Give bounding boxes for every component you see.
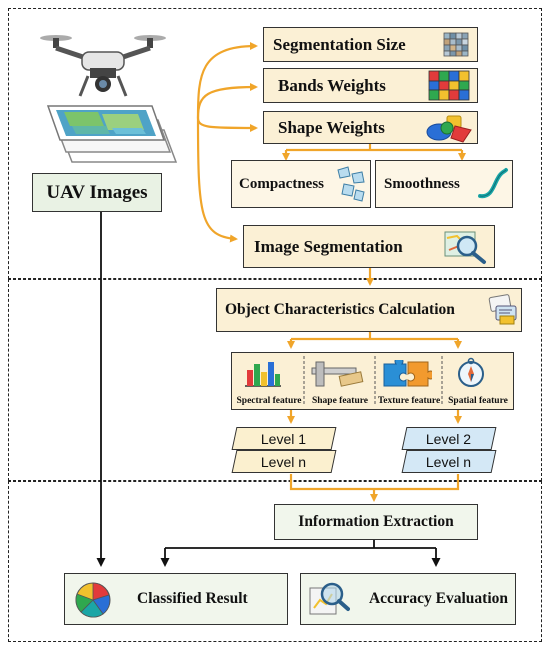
arrow-to-bands-weights xyxy=(196,83,258,119)
pie-chart-icon xyxy=(75,582,111,618)
extraction-section xyxy=(8,481,542,642)
smooth-curve-icon xyxy=(478,168,508,199)
feature-section xyxy=(8,279,542,481)
image-stack-icon xyxy=(46,105,178,163)
calipers-icon xyxy=(311,361,364,387)
smoothness-label: Smoothness xyxy=(384,175,460,192)
shape-weights-label: Shape Weights xyxy=(278,117,385,137)
texture-feature-label: Texture feature xyxy=(377,396,441,406)
magnifier-map-icon xyxy=(444,231,486,264)
shapes-icon xyxy=(426,115,472,143)
accuracy-evaluation-box: Accuracy Evaluation xyxy=(300,573,516,625)
classified-result-label: Classified Result xyxy=(137,590,248,607)
image-segmentation-label: Image Segmentation xyxy=(254,236,403,256)
level-n-left-label: Level n xyxy=(261,453,307,470)
bands-weights-label: Bands Weights xyxy=(278,75,386,95)
level-2-label: Level 2 xyxy=(426,430,472,447)
arrow-to-image-segmentation xyxy=(196,117,238,243)
drone-icon xyxy=(40,35,166,97)
compact-blocks-icon xyxy=(337,166,365,202)
feature-dividers xyxy=(303,356,443,406)
uav-images-box: UAV Images xyxy=(32,173,162,212)
shape-feature-label: Shape feature xyxy=(311,396,369,406)
spatial-feature-label: Spatial feature xyxy=(448,396,508,406)
uav-images-label: UAV Images xyxy=(46,181,148,203)
level-n-left-box: Level n xyxy=(231,450,337,473)
level-1-label: Level 1 xyxy=(261,430,307,447)
level-n-right-box: Level n xyxy=(401,450,497,473)
object-characteristics-box: Object Characteristics Calculation xyxy=(216,288,522,332)
compactness-label: Compactness xyxy=(239,175,324,192)
evaluation-icon xyxy=(309,582,350,615)
segmentation-size-box: Segmentation Size xyxy=(263,27,478,62)
smoothness-box: Smoothness xyxy=(375,160,513,208)
arrow-to-segmentation-size xyxy=(196,42,258,119)
object-characteristics-label: Object Characteristics Calculation xyxy=(225,301,455,318)
segmentation-section xyxy=(8,8,542,279)
information-extraction-label: Information Extraction xyxy=(298,513,454,530)
compactness-box: Compactness xyxy=(231,160,371,208)
grid-icon xyxy=(443,32,469,57)
segmentation-size-label: Segmentation Size xyxy=(273,34,406,54)
arrow-to-shape-weights xyxy=(196,117,258,132)
documents-icon xyxy=(488,294,517,325)
level-1-box: Level 1 xyxy=(231,427,337,450)
accuracy-evaluation-label: Accuracy Evaluation xyxy=(368,590,508,607)
information-extraction-box: Information Extraction xyxy=(274,504,478,540)
level-n-right-label: Level n xyxy=(426,453,472,470)
level-2-box: Level 2 xyxy=(401,427,497,450)
spectral-feature-label: Spectral feature xyxy=(236,396,302,406)
color-grid-icon xyxy=(428,70,470,101)
bar-chart-icon xyxy=(245,362,281,387)
compass-icon xyxy=(458,357,484,387)
puzzle-icon xyxy=(383,360,432,387)
